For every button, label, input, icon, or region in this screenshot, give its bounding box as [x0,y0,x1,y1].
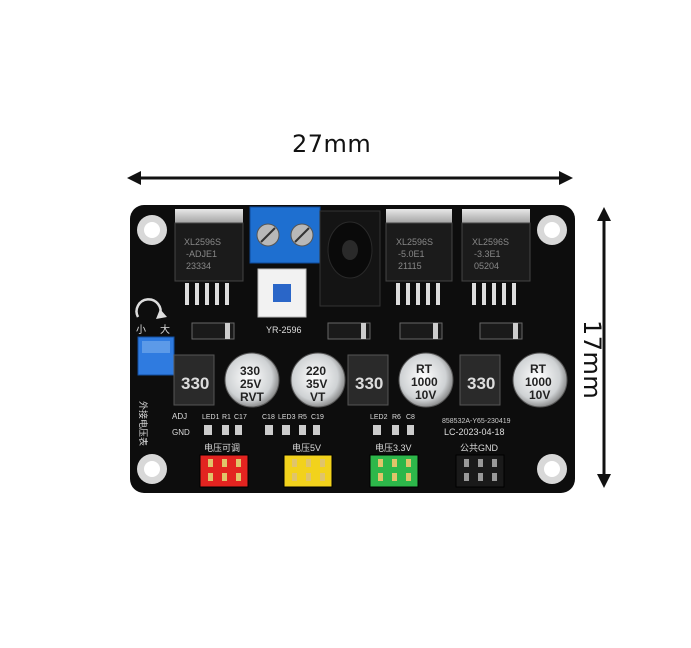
svg-text:-ADJE1: -ADJE1 [186,249,217,259]
svg-text:10V: 10V [529,388,550,402]
svg-text:21115: 21115 [398,261,422,271]
header-label-gnd: 公共GND [460,443,499,453]
inductor-3: 330 [459,354,501,406]
svg-text:25V: 25V [240,377,261,391]
diode-4 [479,322,523,340]
svg-text:XL2596S: XL2596S [184,237,221,247]
voltmeter-label: 外接电压表 [138,401,149,446]
svg-text:VT: VT [310,390,326,404]
date-code-label: LC-2023-04-18 [444,427,505,437]
capacitor-4: RT 1000 10V [512,352,568,408]
serial-label: 858532A-Y65-230419 [442,418,511,425]
svg-text:10V: 10V [415,388,436,402]
svg-text:C8: C8 [406,414,415,421]
svg-text:XL2596S: XL2596S [396,237,433,247]
svg-text:330: 330 [467,374,495,393]
screw-terminal [249,206,321,264]
potentiometer [137,336,175,376]
svg-text:LED1: LED1 [202,414,220,421]
adj-label: ADJ [172,412,187,421]
svg-text:C18: C18 [262,414,275,421]
inductor-1: 330 [173,354,215,406]
diode-1 [191,322,235,340]
svg-text:XL2596S: XL2596S [472,237,509,247]
svg-text:C17: C17 [234,414,247,421]
svg-text:R1: R1 [222,414,231,421]
dc-barrel-jack [319,210,381,307]
smd-components [204,425,414,435]
capacitor-3: RT 1000 10V [398,352,454,408]
regulator-chip-1: XL2596S -ADJE1 23334 [174,209,244,305]
board-model-label: YR-2596 [266,325,302,335]
svg-text:-3.3E1: -3.3E1 [474,249,501,259]
pcb-board: XL2596S -ADJE1 23334 YR-2596 XL2596S -5.… [130,205,575,493]
width-dimension-label: 27mm [292,130,372,158]
pin-header-gnd [455,454,505,488]
svg-text:330: 330 [355,374,383,393]
header-label-3v3: 电压3.3V [375,442,412,453]
svg-text:35V: 35V [306,377,327,391]
mounting-hole-tr [537,215,567,245]
svg-text:R6: R6 [392,414,401,421]
svg-text:05204: 05204 [474,261,499,271]
knob-big-label: 大 [160,323,170,336]
svg-text:330: 330 [240,364,260,378]
power-switch [257,268,307,318]
header-label-adj: 电压可调 [204,442,240,453]
height-dimension-label: 17mm [578,320,606,400]
svg-text:1000: 1000 [411,375,438,389]
diode-3 [399,322,443,340]
svg-text:LED2: LED2 [370,414,388,421]
mounting-hole-bl [137,454,167,484]
svg-text:-5.0E1: -5.0E1 [398,249,425,259]
gnd-label: GND [172,428,190,437]
mounting-hole-br [537,454,567,484]
height-dimension-arrow [597,207,611,488]
svg-text:220: 220 [306,364,326,378]
svg-text:23334: 23334 [186,261,211,271]
pin-header-5v [283,454,333,488]
inductor-2: 330 [347,354,389,406]
svg-text:C19: C19 [311,414,324,421]
capacitor-1: 330 25V RVT [224,352,280,408]
svg-text:LED3: LED3 [278,414,296,421]
svg-text:330: 330 [181,374,209,393]
diode-2 [327,322,371,340]
svg-text:1000: 1000 [525,375,552,389]
regulator-chip-2: XL2596S -5.0E1 21115 [385,209,453,305]
mounting-hole-tl [137,215,167,245]
header-label-5v: 电压5V [292,442,321,453]
width-dimension-arrow [127,171,573,185]
regulator-chip-3: XL2596S -3.3E1 05204 [461,209,531,305]
svg-text:RT: RT [416,362,433,376]
capacitor-2: 220 35V VT [290,352,346,408]
svg-text:RT: RT [530,362,547,376]
svg-text:R5: R5 [298,414,307,421]
knob-small-label: 小 [136,324,146,336]
pin-header-adj [199,454,249,488]
pin-header-3v3 [369,454,419,488]
svg-text:RVT: RVT [240,390,264,404]
